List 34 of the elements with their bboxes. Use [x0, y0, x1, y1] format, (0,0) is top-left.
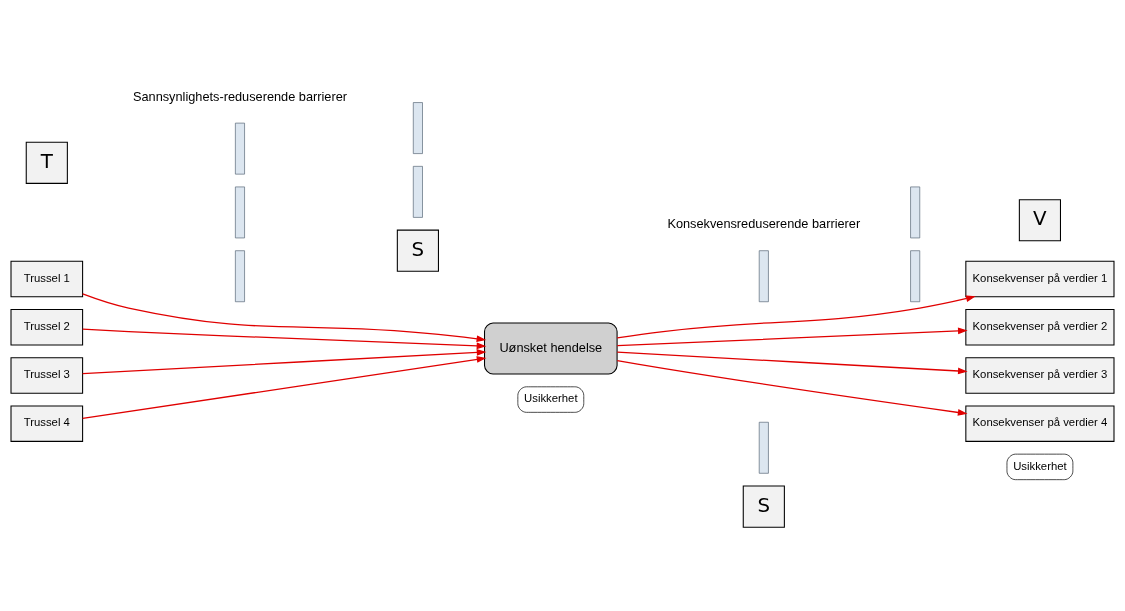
node-box: Trussel 2	[10, 308, 84, 345]
node-box: Trussel 3	[10, 356, 84, 394]
node-box: S	[396, 229, 439, 272]
node-box: Uønsket hendelse	[484, 322, 618, 375]
label: Konsekvensreduserende barrierer	[667, 215, 861, 231]
node-bar	[758, 249, 769, 302]
node-box: Konsekvenser på verdier 4	[965, 404, 1115, 442]
node-box: Konsekvenser på verdier 3	[965, 356, 1115, 394]
arrow	[616, 294, 976, 338]
arrow	[82, 355, 487, 419]
node-box: S	[742, 485, 785, 528]
node-bar	[235, 186, 245, 238]
arrow	[82, 348, 487, 374]
node-box: Konsekvenser på verdier 2	[965, 308, 1115, 345]
node-bar	[235, 122, 245, 174]
node-bar	[412, 165, 423, 218]
arrow	[616, 359, 968, 416]
arrow	[82, 292, 487, 342]
node-box: Usikkerhet	[1006, 453, 1074, 480]
arrow	[616, 326, 968, 346]
node-box: Usikkerhet	[517, 385, 585, 413]
node-bar	[910, 249, 921, 302]
label: Sannsynlighets-reduserende barrierer	[132, 88, 347, 104]
node-box: V	[1018, 198, 1061, 241]
node-bar	[235, 249, 245, 302]
node-box: Konsekvenser på verdier 1	[965, 260, 1115, 297]
arrow	[616, 351, 968, 374]
arrow	[82, 328, 487, 349]
node-box: T	[25, 141, 68, 184]
node-box: Trussel 1	[10, 260, 84, 297]
node-bar	[412, 101, 423, 154]
node-bar	[910, 186, 921, 238]
node-bar	[758, 421, 769, 474]
node-box: Trussel 4	[10, 404, 84, 442]
